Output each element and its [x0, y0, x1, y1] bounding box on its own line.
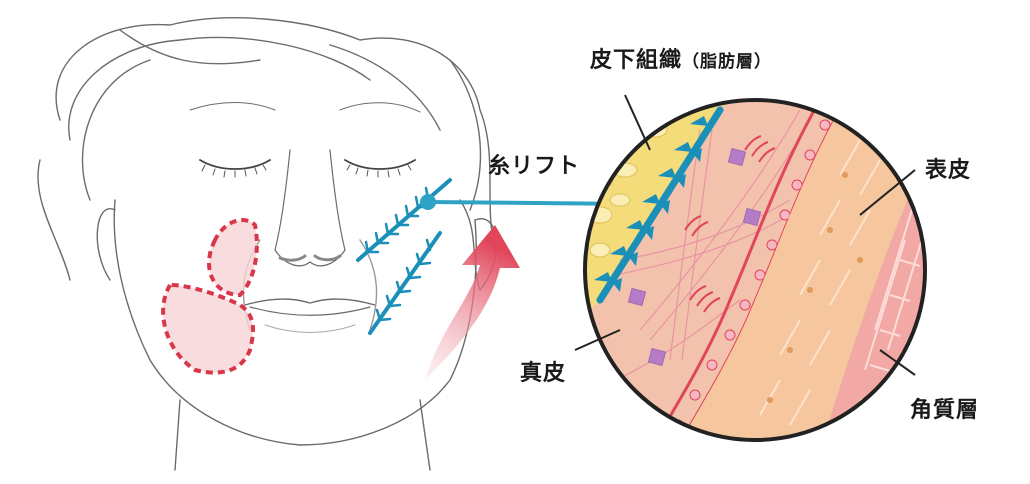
lift-arrow [425, 225, 520, 380]
fat-layer-note: （脂肪層） [682, 52, 773, 72]
label-dermis: 真皮 [520, 361, 567, 386]
leader-lines [574, 94, 916, 376]
thread-lift-on-face [356, 178, 452, 335]
label-stratum-corneum: 角質層 [910, 398, 980, 423]
magnified-circle-outline [583, 98, 927, 442]
label-subcutaneous-tissue: 皮下組織（脂肪層） [590, 42, 772, 74]
face-line-art [37, 17, 501, 471]
label-epidermis: 表皮 [925, 158, 972, 183]
sagging-areas [161, 218, 259, 375]
subcutaneous-text: 皮下組織 [590, 48, 683, 73]
label-thread-lift: 糸リフト [488, 154, 581, 179]
